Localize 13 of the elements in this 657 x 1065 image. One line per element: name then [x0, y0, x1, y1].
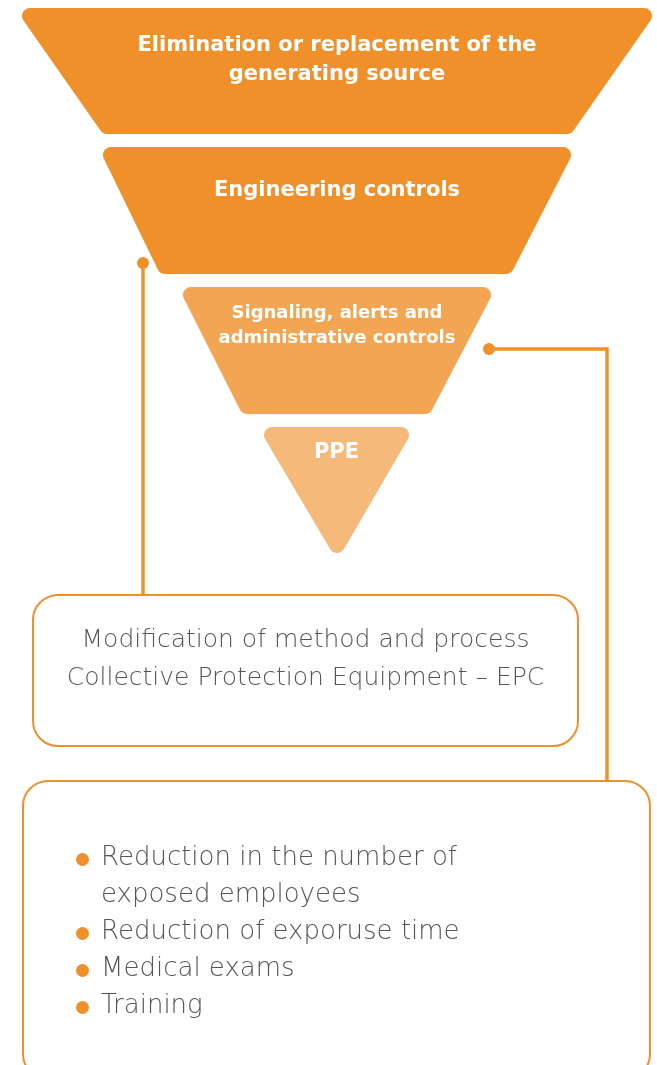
bullet-card — [22, 780, 651, 1065]
bullet-text: Reduction of exporuse time — [101, 914, 460, 947]
level-label: PPE — [312, 438, 361, 465]
card-text: Modification of method and process Collective Protection Equipment – EPC — [65, 623, 546, 693]
text-card — [32, 594, 579, 747]
level-label: Engineering controls — [212, 176, 462, 203]
bullet-text: Medical exams — [101, 951, 295, 984]
connector-line — [483, 343, 609, 780]
level-label: Elimination or replacement of the generating source — [136, 31, 538, 88]
bullet-text: Training — [101, 988, 203, 1021]
connector-line — [137, 257, 149, 594]
level-label: Signaling, alerts and administrative controls — [217, 300, 457, 350]
bullet-text: Reduction in the number of exposed employees — [101, 840, 458, 910]
